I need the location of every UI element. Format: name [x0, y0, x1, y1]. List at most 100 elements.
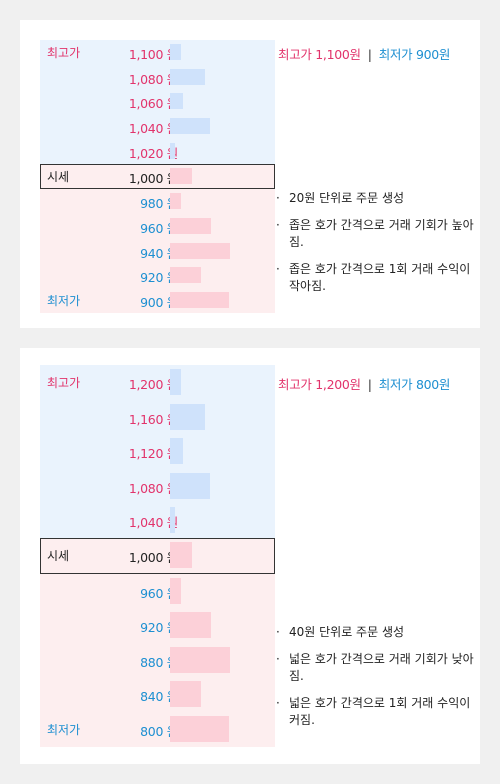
- buy-order-row: 880 원: [40, 643, 275, 678]
- low-price-summary: 최저가 800원: [378, 377, 451, 392]
- low-price-volume-bar: [170, 716, 229, 742]
- price-range-summary: 최고가 1,200원 | 최저가 800원: [278, 374, 450, 393]
- buy-order-price: 960 원: [140, 585, 178, 601]
- sell-order-volume-bar: [170, 93, 183, 110]
- buy-order-row: 940 원: [40, 239, 275, 264]
- buy-order-price: 960 원: [140, 220, 178, 236]
- note-item: · 넓은 호가 간격으로 1회 거래 수익이 커짐.: [276, 695, 476, 729]
- price-range-summary: 최고가 1,100원|최저가 900원: [278, 44, 450, 63]
- high-price-label: 최고가: [47, 376, 81, 390]
- buy-order-price: 880 원: [140, 654, 178, 670]
- note-text: 넓은 호가 간격으로 거래 기회가 낮아짐.: [289, 652, 474, 683]
- buy-order-price: 920 원: [140, 270, 178, 286]
- notes-list: · 20원 단위로 주문 생성 · 좁은 호가 간격으로 거래 기회가 높아짐. · 좁은…: [276, 190, 476, 305]
- buy-order-volume-bar: [170, 217, 211, 234]
- buy-order-row: 960 원: [40, 214, 275, 239]
- buy-order-volume-bar: [170, 646, 230, 673]
- sell-order-row: 1,080 원: [40, 469, 275, 504]
- note-text: 좁은 호가 간격으로 1회 거래 수익이 작아짐.: [289, 262, 471, 293]
- buy-order-volume-bar: [170, 577, 181, 604]
- sell-order-volume-bar: [170, 68, 205, 85]
- buy-order-volume-bar: [170, 193, 181, 210]
- high-price-price: 1,100 원: [128, 47, 178, 62]
- current-price-label: 시세: [47, 549, 70, 563]
- sell-order-price: 1,080 원: [128, 480, 178, 496]
- bullet-dot-icon: ·: [276, 262, 280, 276]
- note-item: · 좁은 호가 간격으로 거래 기회가 높아짐.: [276, 217, 476, 251]
- bullet-dot-icon: ·: [276, 625, 280, 639]
- sell-order-row: 1,080 원: [40, 65, 275, 90]
- note-item: · 좁은 호가 간격으로 1회 거래 수익이 작아짐.: [276, 261, 476, 295]
- sell-orders-area: [40, 40, 275, 164]
- current-price-row: 시세 1,000 원: [40, 164, 275, 189]
- bullet-dot-icon: ·: [276, 652, 280, 666]
- orderbook-card-wide: 최고가 1,200원 | 최저가 800원 최고가 1,200 원 1,160 원 1,1…: [20, 348, 480, 764]
- sell-order-price: 1,040 원: [128, 121, 178, 137]
- high-price-row: 최고가 1,100 원: [40, 40, 275, 65]
- current-price-volume-bar: [170, 167, 192, 184]
- buy-order-price: 920 원: [140, 620, 178, 636]
- sell-order-price: 1,040 원: [128, 515, 178, 531]
- bullet-dot-icon: ·: [276, 696, 280, 710]
- note-item: · 40원 단위로 주문 생성: [276, 624, 476, 641]
- bullet-dot-icon: ·: [276, 218, 280, 232]
- sell-order-row: 1,040 원: [40, 503, 275, 538]
- low-price-label: 최저가: [47, 723, 81, 737]
- bullet-dot-icon: ·: [276, 191, 280, 205]
- sell-order-volume-bar: [170, 118, 210, 135]
- buy-order-price: 940 원: [140, 245, 178, 261]
- current-price-row: [40, 163, 275, 190]
- buy-order-row: 920 원: [40, 263, 275, 288]
- sell-order-row: 1,020 원: [40, 139, 275, 164]
- sell-order-row: 1,120 원: [40, 434, 275, 469]
- note-text: 20원 단위로 주문 생성: [289, 191, 405, 205]
- sell-order-volume-bar: [170, 142, 175, 159]
- low-price-volume-bar: [170, 292, 229, 308]
- low-price-row: 최저가 800 원: [40, 712, 275, 747]
- sell-order-volume-bar: [170, 507, 175, 534]
- buy-order-row: 980 원: [40, 189, 275, 214]
- buy-orders-area: [40, 573, 275, 747]
- sell-order-row: 1,160 원: [40, 400, 275, 435]
- sell-order-price: 1,160 원: [128, 411, 178, 427]
- high-price-price: 1,200 원: [128, 377, 178, 392]
- note-text: 좁은 호가 간격으로 거래 기회가 높아짐.: [289, 218, 474, 249]
- current-price-row: [40, 538, 275, 574]
- sell-order-row: 1,040 원: [40, 114, 275, 139]
- sell-order-volume-bar: [170, 472, 210, 499]
- notes-list: · 40원 단위로 주문 생성 · 넓은 호가 간격으로 거래 기회가 낮아짐. · 넓은…: [276, 624, 476, 739]
- high-price-volume-bar: [170, 44, 181, 60]
- current-price-price: 1,000 원: [128, 170, 178, 186]
- buy-order-price: 840 원: [140, 689, 178, 705]
- sell-orders-area: [40, 365, 275, 538]
- sell-order-price: 1,080 원: [128, 71, 178, 87]
- buy-order-volume-bar: [170, 267, 201, 284]
- high-price-volume-bar: [170, 369, 181, 395]
- sell-order-row: 1,060 원: [40, 89, 275, 114]
- buy-order-price: 980 원: [140, 196, 178, 212]
- high-price-summary: 최고가 1,200원: [278, 377, 361, 392]
- summary-separator: |: [367, 47, 372, 62]
- low-price-label: 최저가: [47, 294, 81, 308]
- summary-separator: |: [367, 377, 372, 392]
- current-price-price: 1,000 원: [128, 550, 178, 565]
- current-price-label: 시세: [47, 169, 70, 184]
- note-text: 넓은 호가 간격으로 1회 거래 수익이 커짐.: [289, 696, 471, 727]
- note-item: · 넓은 호가 간격으로 거래 기회가 낮아짐.: [276, 651, 476, 685]
- high-price-row: 최고가 1,200 원: [40, 365, 275, 400]
- buy-order-row: 920 원: [40, 608, 275, 643]
- current-price-row: 시세 1,000 원: [40, 538, 275, 573]
- low-price-price: 900 원: [140, 295, 178, 310]
- buy-orders-area: [40, 189, 275, 313]
- buy-order-row: 840 원: [40, 677, 275, 712]
- note-text: 40원 단위로 주문 생성: [289, 625, 405, 639]
- low-price-summary: 최저가 900원: [378, 47, 451, 62]
- current-price-volume-bar: [170, 542, 192, 568]
- sell-order-volume-bar: [170, 438, 183, 465]
- low-price-price: 800 원: [140, 724, 178, 739]
- high-price-label: 최고가: [47, 46, 81, 60]
- buy-order-volume-bar: [170, 681, 201, 708]
- sell-order-price: 1,060 원: [128, 96, 178, 112]
